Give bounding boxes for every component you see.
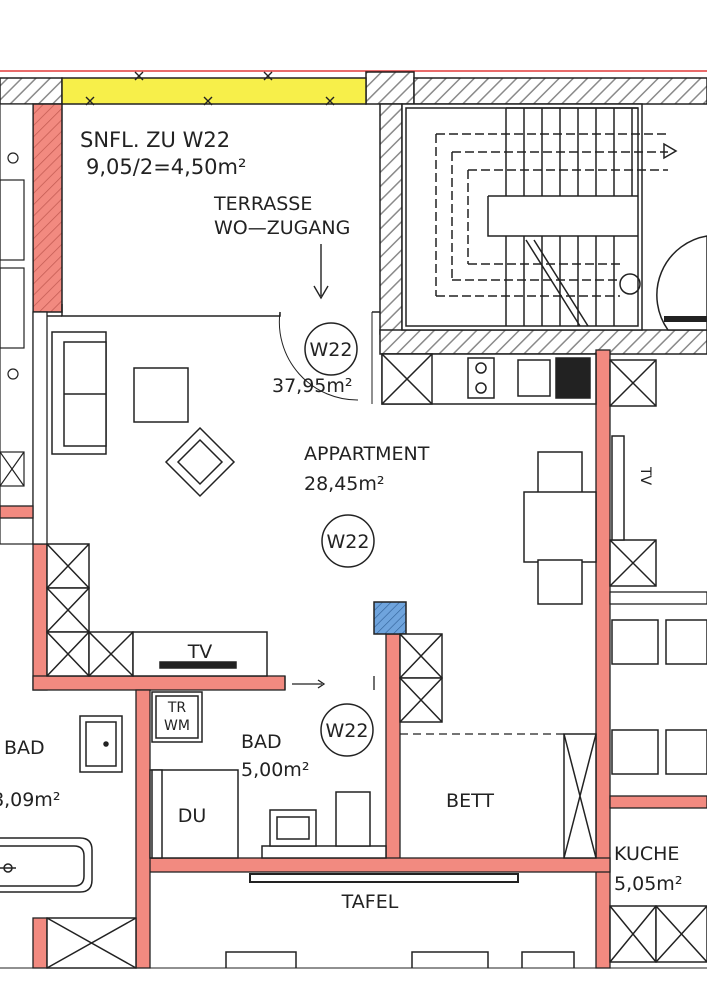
wall-right-main: [595, 349, 611, 969]
shaft-block: [373, 601, 407, 635]
unit-marker-mid: W22: [321, 514, 375, 568]
tafel-board: [249, 873, 519, 883]
wall-upper-left-vert: [32, 311, 48, 545]
tr-label: TR: [167, 700, 187, 716]
left-strip: [0, 103, 34, 545]
bad-left-area: 8,09m²: [0, 789, 60, 811]
entrance-arrow: [313, 244, 329, 300]
kitchen-lower-right: [609, 905, 707, 963]
tafel-label: TAFEL: [341, 891, 399, 913]
railing-crosses: [85, 71, 335, 106]
armchair: [164, 426, 236, 498]
left-window-elements: [0, 152, 25, 487]
stair-wall-left: [379, 103, 403, 335]
wall-right-side-horiz: [609, 795, 707, 809]
bedroom-wardrobe: [399, 633, 597, 859]
unit-bad-label: W22: [326, 720, 369, 742]
dining-set: [523, 451, 597, 605]
staircase: [401, 103, 678, 331]
wm-label: WM: [164, 718, 190, 734]
wall-horizontal-mid: [32, 675, 286, 691]
bathroom-fixtures: [149, 691, 387, 859]
bad-left-label: BAD: [4, 737, 45, 759]
tv-main-label: TV: [187, 641, 213, 663]
snfl-area: 9,05/2=4,50m²: [86, 155, 246, 179]
kitchen-counter: [381, 353, 597, 405]
top-wall-right: [413, 77, 707, 105]
unit-mid-label: W22: [327, 531, 370, 553]
unit-top-area: 37,95m²: [272, 375, 353, 397]
wardrobe-left: [46, 543, 134, 677]
du-label: DU: [178, 805, 207, 827]
bett-label: BETT: [446, 790, 494, 812]
wall-left-main: [32, 543, 48, 691]
kuche-label: KUCHE: [614, 843, 679, 865]
interior-lines: [47, 304, 380, 404]
unit-marker-bad: W22: [320, 703, 374, 757]
appartment-area: 28,45m²: [304, 473, 385, 495]
tv-sideboard: [132, 631, 268, 677]
unit-top-label: W22: [310, 339, 353, 361]
top-wall-mid: [365, 71, 415, 105]
terrace-railing-highlight: [61, 77, 367, 105]
snfl-title: SNFL. ZU W22: [80, 128, 230, 152]
wall-bottom-horiz: [147, 857, 611, 873]
wall-bath-vert: [385, 633, 401, 865]
bad-right-label: BAD: [241, 731, 282, 753]
bad-right-area: 5,00m²: [241, 759, 309, 781]
tv-side-label: TV: [637, 466, 653, 486]
door-opening-arrow: [284, 676, 375, 690]
bottom-furniture: [225, 951, 575, 968]
wall-bath-left: [135, 689, 151, 969]
stair-wall-bottom: [379, 329, 707, 355]
unit-marker-top: W22: [304, 322, 358, 376]
wo-zugang-label: WO—ZUGANG: [214, 217, 350, 239]
right-side-cabinet: [609, 359, 707, 775]
curved-wall-base: [664, 316, 707, 322]
left-bathroom-fixtures: [0, 715, 137, 969]
kuche-area: 5,05m²: [614, 873, 682, 895]
coffee-table: [133, 367, 189, 423]
curved-wall-right: [656, 235, 707, 331]
appartment-label: APPARTMENT: [304, 443, 430, 465]
top-wall-left: [0, 77, 63, 105]
wall-right-side-horiz2: [609, 591, 707, 605]
terrasse-label: TERRASSE: [213, 193, 312, 215]
left-pink-wall: [32, 103, 63, 313]
sofa: [51, 331, 107, 455]
wall-far-left-lower: [0, 505, 34, 519]
wall-far-left-bottom: [32, 917, 48, 969]
